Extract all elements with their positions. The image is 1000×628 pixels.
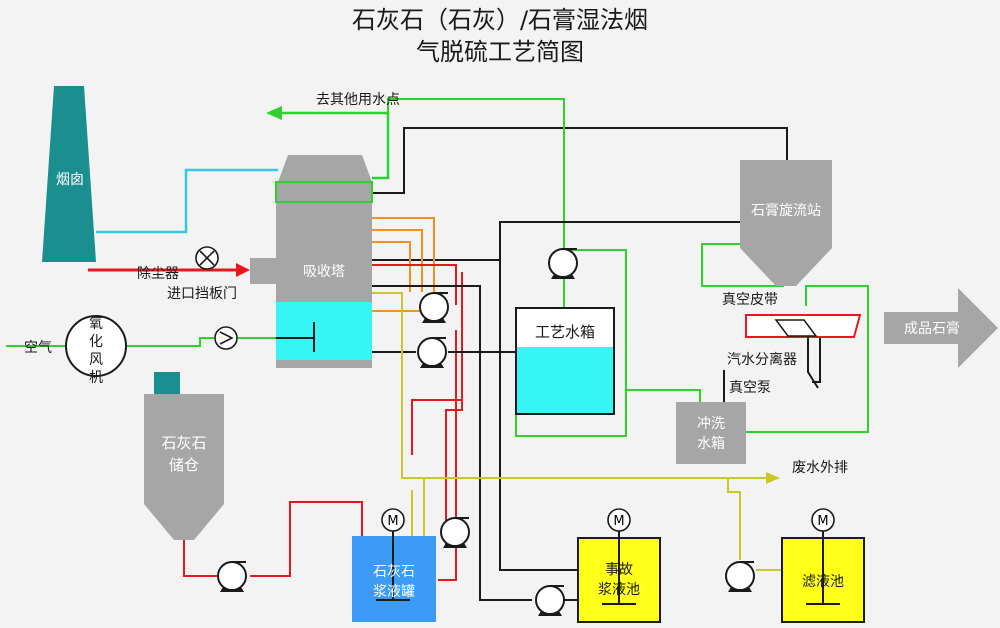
product-arrow-icon — [884, 288, 998, 368]
slurry-tank-label-2: 浆液罐 — [373, 584, 415, 600]
wash-label-2: 水箱 — [697, 436, 725, 452]
fan-label-1: 氧 — [89, 316, 103, 332]
water-out-pipe — [278, 111, 390, 180]
demister-green — [275, 181, 373, 203]
wash-to-belt-pipe — [744, 285, 869, 433]
motor-label: M — [387, 514, 398, 529]
wash-tank-pipe — [625, 389, 701, 436]
to-water-label: 去其他用水点 — [316, 92, 400, 108]
oxidation-air-pipe — [126, 337, 214, 347]
pump-icon — [535, 585, 565, 616]
silo-body — [144, 394, 224, 504]
title-line1: 石灰石（石灰）/石膏湿法烟 — [352, 6, 648, 34]
chimney-label: 烟囱 — [56, 172, 84, 188]
cyclone-overflow-pipe — [372, 127, 788, 194]
slurry-feed-red2 — [438, 330, 457, 581]
accident-pipe — [372, 285, 532, 601]
pump-icon — [419, 292, 449, 323]
motor-label: M — [613, 514, 624, 529]
product-label: 成品石膏 — [904, 320, 960, 337]
pump-icon — [548, 248, 578, 279]
fan-label-4: 机 — [89, 370, 103, 386]
process-tank-label: 工艺水箱 — [535, 323, 595, 341]
damper-label: 除尘器 — [137, 266, 179, 282]
pump-icon — [725, 561, 755, 592]
slurry-feed-red3 — [411, 399, 462, 455]
cyclone-to-belt-green — [701, 243, 784, 287]
gypsum-cyclone-cone — [740, 248, 832, 286]
waste-water-pipe — [372, 292, 766, 479]
filtrate-tank-label: 滤液池 — [802, 574, 844, 590]
accident-tank-label-2: 浆液池 — [598, 582, 640, 598]
motor-icon: M — [607, 508, 631, 532]
cyclone-label: 石膏旋流站 — [751, 202, 821, 219]
absorber-to-cyclone — [372, 221, 740, 261]
process-water-level — [517, 347, 613, 413]
pump-icon — [440, 517, 470, 548]
silo-to-tank-pipe — [183, 540, 220, 577]
belt-separator — [774, 319, 818, 337]
air-label: 空气 — [24, 340, 52, 356]
process-water-pipe — [387, 98, 565, 250]
absorber-inlet — [250, 258, 278, 284]
damper-label2: 进口挡板门 — [167, 286, 237, 302]
silo-cone — [144, 504, 224, 540]
motor-icon: M — [381, 508, 405, 532]
valve-x-mark — [199, 250, 215, 266]
wash-label-1: 冲洗 — [697, 416, 725, 432]
oxidation-fan — [65, 315, 127, 377]
accident-tank-label-1: 事故 — [605, 562, 633, 578]
wash-water-tank — [676, 402, 746, 464]
motor-label: M — [817, 514, 828, 529]
pump-icon — [217, 561, 247, 592]
absorber-slurry — [276, 302, 372, 360]
filtrate-pipe — [727, 478, 741, 560]
gypsum-cyclone-body — [740, 160, 832, 248]
fan-label-2: 化 — [89, 334, 103, 350]
silo-label-1: 石灰石 — [161, 434, 206, 452]
motor-zigzag — [219, 331, 234, 345]
waste-label: 废水外排 — [792, 460, 848, 476]
slurry-feed-red — [372, 264, 457, 305]
fan-label-3: 风 — [89, 352, 103, 368]
slurry-tank-label-1: 石灰石 — [373, 564, 415, 580]
silo-label-2: 储仓 — [169, 456, 199, 474]
accident-pipe2 — [499, 260, 578, 571]
vacuum-pump-label: 真空泵 — [729, 380, 771, 396]
absorber-top — [278, 155, 372, 182]
flue-inlet-arrow — [236, 263, 250, 277]
flue-gas-pipe — [96, 168, 278, 234]
silo-to-tank-pipe2 — [250, 501, 363, 577]
separator-label: 汽水分离器 — [727, 351, 797, 368]
motor-icon: M — [811, 508, 835, 532]
title-line2: 气脱硫工艺简图 — [416, 38, 584, 66]
chimney — [42, 86, 96, 262]
absorber-label: 吸收塔 — [303, 264, 345, 280]
water-out-arrow — [266, 106, 282, 120]
silo-cap — [154, 372, 180, 394]
waste-water-arrow — [766, 472, 780, 484]
slurry-tank-link — [445, 272, 463, 548]
belt-label: 真空皮带 — [722, 292, 778, 308]
pump-icon — [417, 337, 447, 368]
separator-body — [807, 336, 819, 389]
